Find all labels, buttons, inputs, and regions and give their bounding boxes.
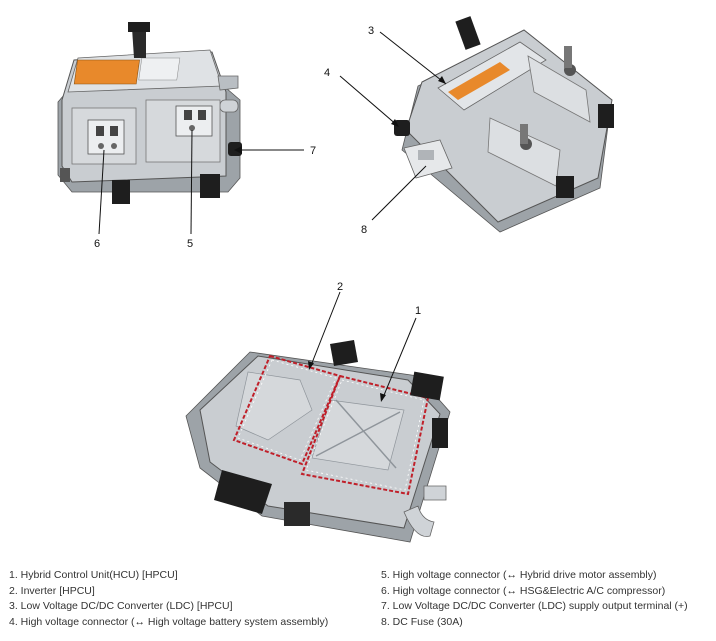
callout-4: 4 [324, 67, 330, 79]
leader-6 [98, 149, 105, 235]
legend-item-4: 4. High voltage connector (↔ High voltag… [9, 615, 329, 628]
legend-item-7: 7. Low Voltage DC/DC Converter (LDC) sup… [381, 600, 688, 612]
connector-4 [394, 120, 410, 136]
inverter-outline [232, 354, 342, 466]
hpcu-rear-view: 3 4 8 [324, 16, 614, 236]
callout-8: 8 [361, 224, 367, 236]
leader-5 [190, 129, 193, 235]
hpcu-component-diagram: 6 5 7 3 4 [57, 16, 614, 543]
legend-item-1: 1. Hybrid Control Unit(HCU) [HPCU] [9, 569, 178, 581]
warning-label [73, 59, 140, 85]
callout-5: 5 [187, 238, 193, 250]
leader-1 [381, 317, 417, 401]
fuse-box-8 [403, 139, 453, 179]
leader-4 [339, 75, 399, 127]
callout-2: 2 [337, 281, 343, 293]
legend-item-2: 2. Inverter [HPCU] [9, 584, 95, 597]
leader-3 [379, 31, 447, 85]
legend-item-3: 3. Low Voltage DC/DC Converter (LDC) [HP… [9, 600, 233, 612]
connector-5 [175, 105, 213, 137]
leader-2 [309, 291, 341, 369]
hpcu-top-view: 2 1 [185, 281, 451, 543]
terminal-7 [228, 142, 242, 156]
component-legend: 1. Hybrid Control Unit(HCU) [HPCU] 2. In… [0, 568, 716, 638]
hcu-outline [300, 374, 430, 496]
hpcu-front-view: 6 5 7 [57, 22, 316, 250]
connector-6 [87, 119, 125, 155]
legend-item-5: 5. High voltage connector (↔ Hybrid driv… [381, 569, 657, 581]
legend-item-8: 8. DC Fuse (30A) [381, 615, 463, 628]
callout-7: 7 [310, 145, 316, 157]
legend-column-left: 1. Hybrid Control Unit(HCU) [HPCU] 2. In… [9, 568, 369, 630]
callout-3: 3 [368, 25, 374, 37]
leader-8 [371, 165, 427, 221]
legend-column-right: 5. High voltage connector (↔ Hybrid driv… [381, 568, 713, 630]
callout-6: 6 [94, 238, 100, 250]
callout-1: 1 [415, 305, 421, 317]
legend-item-6: 6. High voltage connector (↔ HSG&Electri… [381, 584, 666, 597]
